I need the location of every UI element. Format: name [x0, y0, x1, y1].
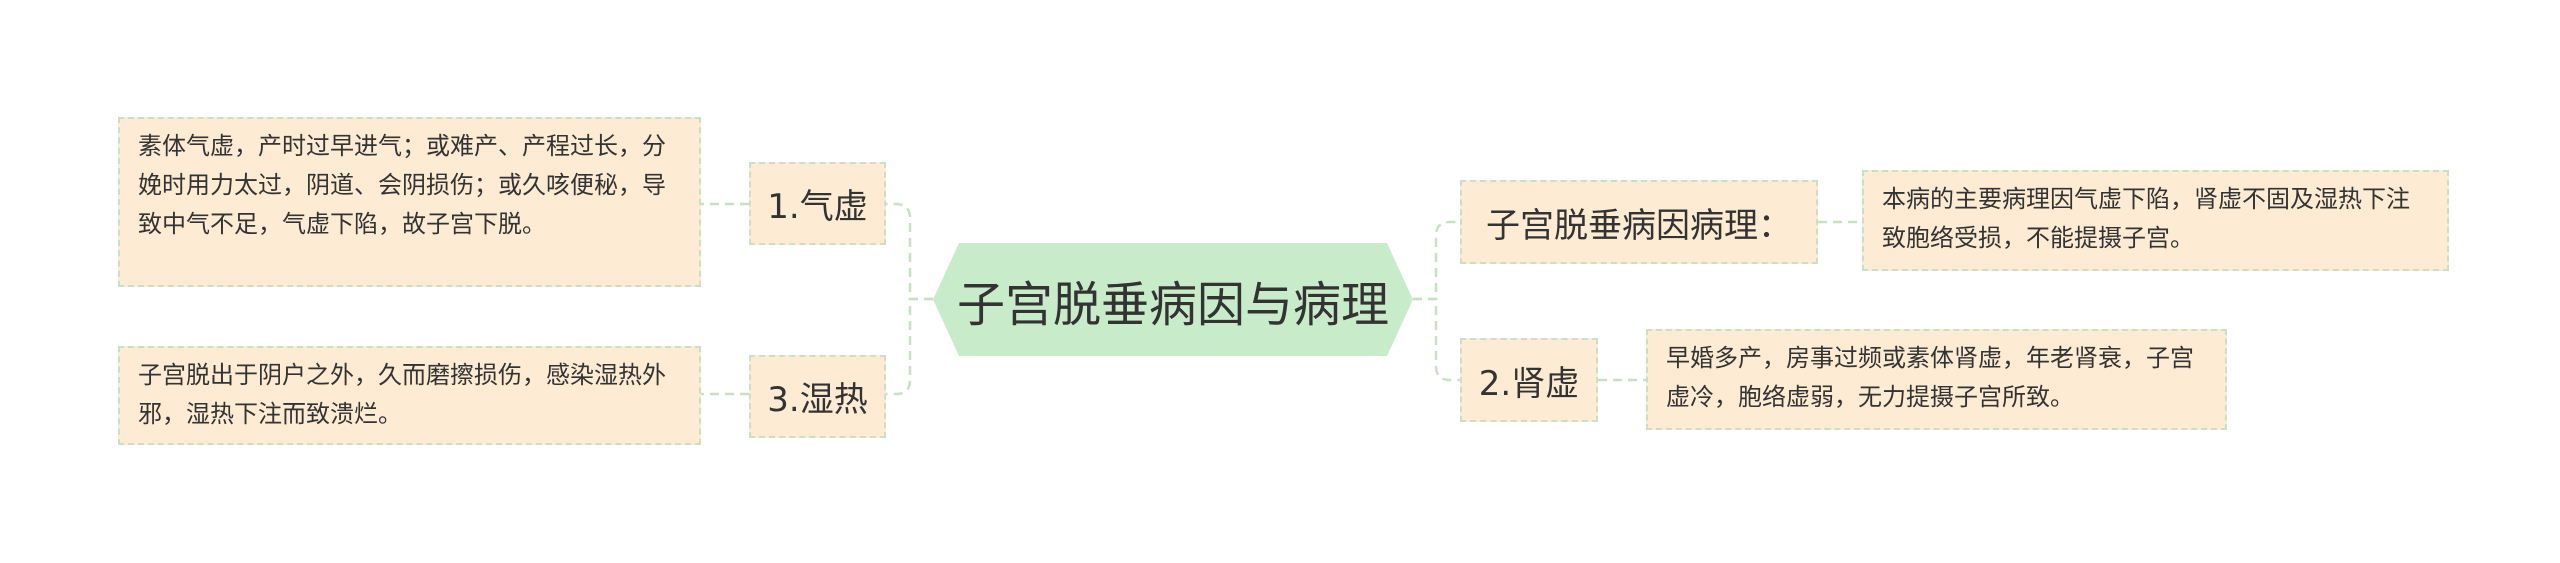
detail-bingli-text: 本病的主要病理因气虚下陷，肾虚不固及湿热下注致胞络受损，不能提摄子宫。	[1882, 185, 2410, 252]
branch-qixu[interactable]: 1.气虚	[749, 162, 886, 245]
branch-shire-label: 3.湿热	[767, 380, 868, 420]
branch-shire[interactable]: 3.湿热	[749, 355, 886, 438]
connector-center-to-qixu	[886, 202, 933, 301]
connector-center-to-shire	[886, 297, 933, 396]
central-topic-label: 子宫脱垂病因与病理	[956, 276, 1389, 333]
branch-bingli-label: 子宫脱垂病因病理：	[1486, 205, 1792, 246]
detail-qixu[interactable]: 素体气虚，产时过早进气；或难产、产程过长，分娩时用力太过，阴道、会阴损伤；或久咳…	[118, 117, 701, 287]
connector-center-to-bingli	[1413, 220, 1460, 301]
branch-shenxu-label: 2.肾虚	[1478, 363, 1580, 404]
connector-center-to-shenxu	[1413, 297, 1460, 382]
branch-qixu-label: 1.气虚	[767, 187, 868, 227]
detail-qixu-text: 素体气虚，产时过早进气；或难产、产程过长，分娩时用力太过，阴道、会阴损伤；或久咳…	[138, 132, 666, 238]
branch-shenxu[interactable]: 2.肾虚	[1460, 338, 1598, 422]
detail-shire-text: 子宫脱出于阴户之外，久而磨擦损伤，感染湿热外邪，湿热下注而致溃烂。	[138, 361, 666, 428]
central-topic[interactable]: 子宫脱垂病因与病理	[933, 243, 1413, 356]
detail-shire[interactable]: 子宫脱出于阴户之外，久而磨擦损伤，感染湿热外邪，湿热下注而致溃烂。	[118, 346, 701, 445]
branch-bingli[interactable]: 子宫脱垂病因病理：	[1460, 180, 1818, 264]
detail-bingli[interactable]: 本病的主要病理因气虚下陷，肾虚不固及湿热下注致胞络受损，不能提摄子宫。	[1862, 170, 2449, 271]
detail-shenxu-text: 早婚多产，房事过频或素体肾虚，年老肾衰，子宫虚冷，胞络虚弱，无力提摄子宫所致。	[1666, 344, 2194, 411]
detail-shenxu[interactable]: 早婚多产，房事过频或素体肾虚，年老肾衰，子宫虚冷，胞络虚弱，无力提摄子宫所致。	[1646, 329, 2227, 430]
